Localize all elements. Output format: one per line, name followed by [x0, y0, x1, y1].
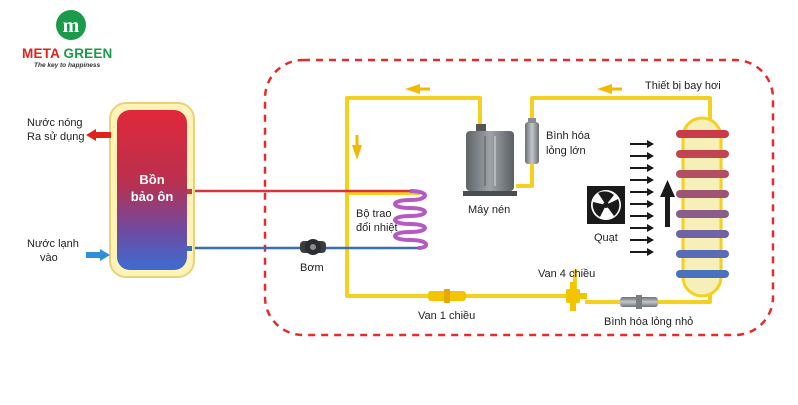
evaporator — [676, 116, 729, 298]
brand-tagline: The key to happiness — [34, 62, 101, 69]
exchanger-label-line1: Bộ trao — [356, 208, 392, 220]
check-valve — [428, 289, 466, 303]
large-receiver-label-line2: lỏng lớn — [546, 145, 586, 157]
four-way-valve — [566, 282, 587, 311]
hot-water-label-line2: Ra sử dụng — [27, 131, 85, 143]
svg-text:m: m — [63, 15, 80, 37]
fan-icon — [587, 186, 625, 224]
large-receiver-label-line1: Bình hóa — [546, 130, 591, 142]
up-arrow-icon — [660, 180, 675, 227]
airflow-arrows — [630, 140, 654, 256]
large-receiver — [525, 118, 539, 164]
brand-name: META GREEN — [22, 46, 113, 61]
pump — [300, 239, 326, 255]
tank-label-line1: Bồn — [139, 172, 165, 187]
check-valve-label: Van 1 chiều — [418, 310, 476, 322]
small-receiver-label: Bình hóa lỏng nhỏ — [604, 316, 694, 328]
cold-water-label-line2: vào — [40, 252, 58, 264]
small-receiver — [620, 295, 658, 309]
pump-label: Bơm — [300, 262, 324, 274]
hot-water-out-arrow — [86, 129, 111, 141]
heat-exchanger-coil — [393, 189, 429, 250]
outdoor-unit-boundary — [263, 58, 775, 337]
fan-label: Quạt — [594, 232, 618, 244]
exchanger-label-line2: đổi nhiệt — [356, 222, 398, 234]
cold-water-in-arrow — [86, 249, 110, 261]
storage-tank — [109, 102, 195, 278]
hot-water-label-line1: Nước nóng — [27, 117, 83, 129]
tank-label-line2: bảo ôn — [130, 189, 174, 204]
brand-name-part1: META — [22, 46, 60, 61]
brand-logo: m — [56, 10, 86, 40]
compressor-label: Máy nén — [468, 204, 511, 216]
flow-arrows — [352, 84, 622, 160]
evaporator-label: Thiết bị bay hơi — [645, 80, 721, 92]
compressor — [463, 124, 517, 196]
brand-name-part2: GREEN — [63, 46, 113, 61]
four-way-valve-label: Van 4 chiều — [538, 268, 596, 280]
cold-water-label-line1: Nước lạnh — [27, 238, 79, 250]
